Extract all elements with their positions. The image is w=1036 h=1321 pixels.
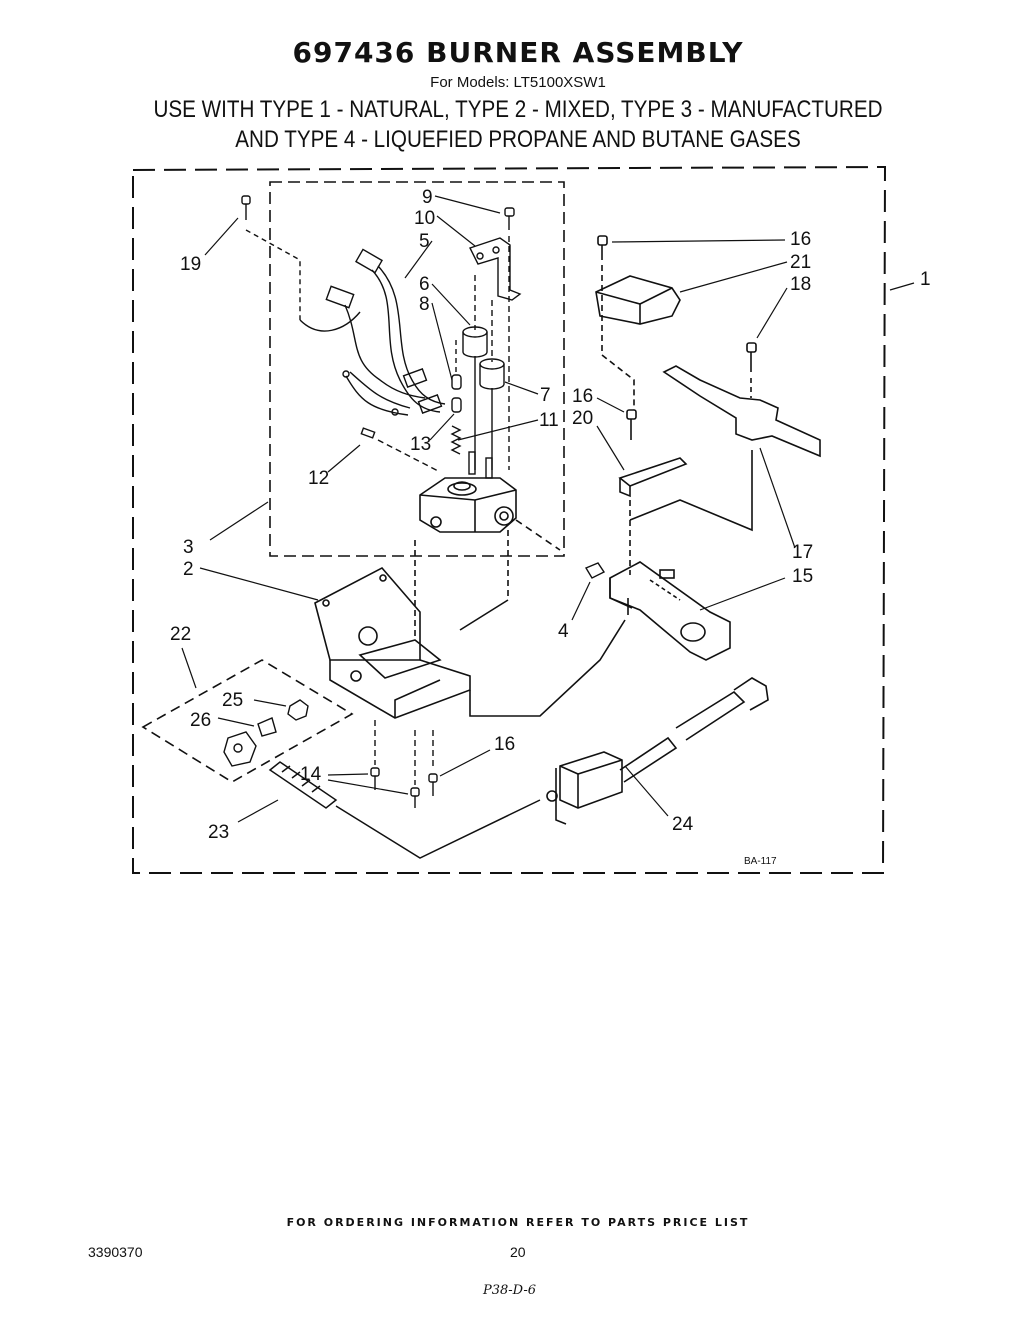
plunger-spring [450, 340, 493, 479]
callout-21: 21 [790, 252, 811, 273]
callout-16a: 16 [790, 229, 811, 250]
callout-15: 15 [792, 566, 813, 587]
callout-18: 18 [790, 274, 811, 295]
coils-6-7 [462, 275, 505, 470]
callout-24: 24 [672, 814, 694, 835]
valve-subassembly-boundary [269, 181, 565, 557]
callout-17: 17 [792, 542, 813, 563]
models-subtitle: For Models: LT5100XSW1 [430, 74, 606, 91]
callout-1: 1 [920, 269, 931, 290]
wire-harness-5 [299, 248, 446, 416]
callout-7: 7 [540, 385, 551, 406]
kit-22-parts [223, 699, 309, 767]
callout-16b: 16 [572, 386, 593, 407]
callout-26: 26 [190, 710, 211, 731]
callout-2: 2 [183, 559, 194, 580]
assembly-boundary [132, 165, 887, 874]
mounting-bracket-2 [314, 530, 626, 719]
kit-22-boundary [141, 659, 354, 783]
callout-19: 19 [180, 254, 201, 275]
callout-16c: 16 [494, 734, 515, 755]
callout-25: 25 [222, 690, 243, 711]
gas-type-line-1: USE WITH TYPE 1 - NATURAL, TYPE 2 - MIXE… [153, 96, 883, 123]
callout-13: 13 [410, 434, 431, 455]
page-number: 20 [510, 1244, 526, 1260]
handwritten-note: P38-D-6 [483, 1283, 537, 1298]
callout-8: 8 [419, 294, 430, 315]
drawing-code: BA-117 [744, 856, 777, 867]
bracket-10 [469, 207, 522, 470]
leader-lines [181, 195, 915, 823]
callout-11: 11 [539, 410, 559, 431]
callout-10: 10 [414, 208, 435, 229]
callout-5: 5 [419, 231, 430, 252]
callout-4: 4 [558, 621, 569, 642]
screw-19 [241, 195, 301, 320]
callout-14: 14 [300, 764, 322, 785]
callout-3: 3 [183, 537, 194, 558]
callout-6: 6 [419, 274, 430, 295]
bracket-20 [618, 409, 688, 575]
gas-inlet-24 [546, 677, 769, 825]
gas-type-line-2: AND TYPE 4 - LIQUEFIED PROPANE AND BUTAN… [235, 126, 801, 153]
flame-sensor-21 [595, 235, 681, 410]
burner-15 [609, 561, 731, 661]
orifice-4 [584, 562, 606, 579]
pipe-nipple-23 [268, 761, 541, 859]
ordering-note: FOR ORDERING INFORMATION REFER TO PARTS … [286, 1216, 750, 1229]
pin-12 [360, 427, 441, 473]
document-number: 3390370 [88, 1244, 143, 1260]
callout-12: 12 [308, 468, 329, 489]
callout-20: 20 [572, 408, 593, 429]
callout-22: 22 [170, 624, 191, 645]
callout-labels: 9 10 5 6 8 7 11 13 12 19 3 2 4 16 21 18 … [170, 187, 931, 867]
igniter-17 [629, 342, 821, 532]
valve-body [419, 477, 561, 551]
lower-screws [370, 720, 438, 808]
callout-23: 23 [208, 822, 229, 843]
callout-9: 9 [422, 187, 433, 208]
page-title: 697436 BURNER ASSEMBLY [292, 36, 744, 69]
